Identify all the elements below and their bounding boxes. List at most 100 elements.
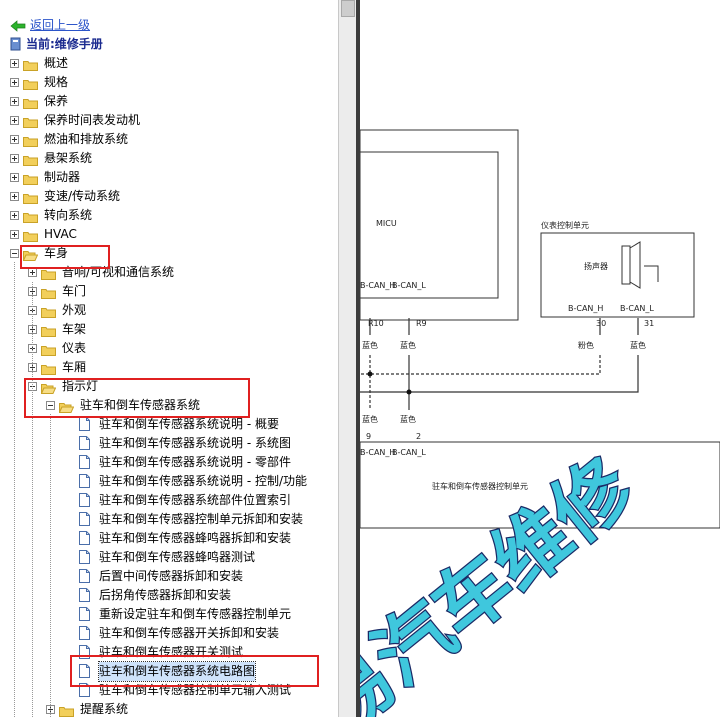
tree-item-label: 车身 (44, 246, 69, 260)
highlight-circuit-diagram (70, 655, 319, 687)
tree-item-label: HVAC (44, 227, 77, 241)
document-icon (79, 569, 90, 583)
tree-panel: 返回上一级 当前:维修手册 概述规格保养保养时间表发动机燃油和排放系统悬架系统制… (0, 0, 338, 717)
tree-item-label: 驻车和倒车传感器系统说明 - 概要 (99, 417, 279, 431)
wire-color: 粉色 (578, 340, 594, 350)
tree-connector-line (32, 282, 33, 717)
folder-icon (41, 362, 56, 375)
parking-unit-label: 驻车和倒车传感器控制单元 (432, 481, 528, 491)
back-link-label: 返回上一级 (30, 18, 91, 32)
tree-item-label: 后置中间传感器拆卸和安装 (99, 569, 244, 583)
document-icon (79, 588, 90, 602)
collapse-icon[interactable] (10, 249, 19, 258)
tree-item-label-selected: 驻车和倒车传感器系统电路图 (97, 661, 257, 682)
document-icon (79, 455, 90, 469)
expand-icon[interactable] (10, 192, 19, 201)
folder-icon (23, 134, 38, 147)
wire-color: 蓝色 (362, 414, 378, 424)
highlight-body (20, 245, 110, 269)
tree-item-label: 驻车和倒车传感器蜂鸣器测试 (99, 550, 256, 564)
scrollbar-thumb[interactable] (341, 0, 355, 17)
cluster-box (540, 232, 695, 318)
pin-number: 2 (416, 432, 421, 441)
tree-item-label: 驻车和倒车传感器控制单元拆卸和安装 (99, 512, 304, 526)
tree-item-label: 燃油和排放系统 (44, 132, 129, 146)
folder-icon (41, 286, 56, 299)
module-pin-label: B-CAN_H (360, 448, 395, 457)
document-icon (79, 512, 90, 526)
ecu-label: MICU (376, 219, 397, 228)
ecu-inner-box (360, 151, 499, 299)
tree-connector-line (50, 414, 51, 717)
document-icon (79, 436, 90, 450)
tree-item-label: 保养时间表发动机 (44, 113, 141, 127)
folder-icon (23, 210, 38, 223)
folder-icon (41, 324, 56, 337)
current-location-label: 当前:维修手册 (26, 37, 103, 51)
tree-item-label: 驻车和倒车传感器系统 (80, 398, 201, 412)
expand-icon[interactable] (10, 154, 19, 163)
tree-item-label: 制动器 (44, 170, 81, 184)
folder-icon (23, 229, 38, 242)
tree-item-label: 重新设定驻车和倒车传感器控制单元 (99, 607, 292, 621)
junction-dot (406, 389, 412, 395)
folder-icon (23, 77, 38, 90)
tree-item-label: 保养 (44, 94, 69, 108)
tree-item-label: 变速/传动系统 (44, 189, 121, 203)
folder-open-icon (22, 248, 39, 261)
pane-divider[interactable] (356, 0, 360, 717)
document-icon (79, 607, 90, 621)
wire-color: 蓝色 (400, 414, 416, 424)
expand-icon[interactable] (10, 173, 19, 182)
folder-icon (59, 704, 74, 717)
folder-icon (23, 191, 38, 204)
expand-icon[interactable] (10, 97, 19, 106)
cluster-pin-label: B-CAN_L (620, 304, 654, 313)
tree-item-label: 规格 (44, 75, 69, 89)
tree-item-label: 转向系统 (44, 208, 93, 222)
junction-dot (367, 371, 373, 377)
document-icon (79, 626, 90, 640)
tree-item-label: 指示灯 (62, 379, 99, 393)
wire-color: 蓝色 (630, 340, 646, 350)
tree-item-label: 概述 (44, 56, 69, 70)
expand-icon[interactable] (28, 268, 37, 277)
folder-icon (23, 96, 38, 109)
speaker-icon (621, 241, 659, 289)
tree-item-label: 仪表 (62, 341, 87, 355)
expand-icon[interactable] (10, 230, 19, 239)
folder-icon (41, 343, 56, 356)
collapse-icon[interactable] (46, 401, 55, 410)
pin-number: 30 (596, 319, 606, 328)
circuit-diagram-canvas: MICU 仪表控制单元 扬声器 B-CAN_H B-CAN_L B-CAN_H … (360, 129, 720, 717)
book-icon (10, 37, 21, 51)
pin-number: 9 (366, 432, 371, 441)
tree-item-label: 驻车和倒车传感器系统说明 - 控制/功能 (99, 474, 308, 488)
expand-icon[interactable] (10, 78, 19, 87)
tree-item-label: 驻车和倒车传感器蜂鸣器拆卸和安装 (99, 531, 292, 545)
tree-connector-line (14, 262, 15, 717)
vertical-scrollbar[interactable] (338, 0, 356, 717)
document-icon (79, 664, 90, 678)
expand-icon[interactable] (10, 59, 19, 68)
wire-color: 蓝色 (362, 340, 378, 350)
buzzer-label: 扬声器 (584, 261, 608, 271)
tree-item-label: 车架 (62, 322, 87, 336)
cluster-pin-label: B-CAN_H (568, 304, 603, 313)
tree-item-label: 后拐角传感器拆卸和安装 (99, 588, 232, 602)
can-wiring (360, 318, 639, 410)
expand-icon[interactable] (10, 135, 19, 144)
back-arrow-icon (10, 20, 26, 32)
expand-icon[interactable] (10, 116, 19, 125)
tree-item-label: 外观 (62, 303, 87, 317)
folder-icon (23, 153, 38, 166)
folder-icon (23, 58, 38, 71)
cluster-title: 仪表控制单元 (541, 220, 589, 230)
expand-icon[interactable] (10, 211, 19, 220)
tree-item-label: 驻车和倒车传感器开关拆卸和安装 (99, 626, 280, 640)
ecu-outer-box (360, 129, 519, 321)
tree-item-label: 驻车和倒车传感器系统说明 - 零部件 (99, 455, 291, 469)
wire-color: 蓝色 (400, 340, 416, 350)
tree-item-label: 悬架系统 (44, 151, 93, 165)
ecu-pin-label: B-CAN_L (392, 281, 426, 290)
